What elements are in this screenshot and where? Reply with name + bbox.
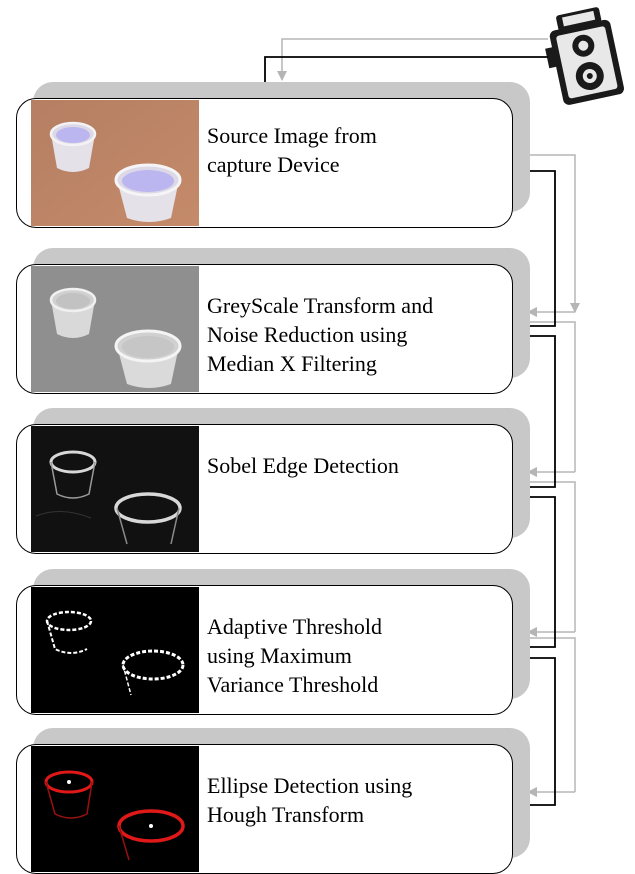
step-greyscale: GreyScale Transform and Noise Reduction … <box>16 248 530 394</box>
step-label: Adaptive Threshold using Maximum Varianc… <box>207 614 382 697</box>
photo-of-two-cups <box>31 100 199 226</box>
step-ellipse-detection: Ellipse Detection using Hough Transform <box>16 728 530 874</box>
camera-icon <box>545 7 624 105</box>
step-source-image: Source Image from capture Device <box>16 82 530 228</box>
step-card: Adaptive Threshold using Maximum Varianc… <box>16 585 513 715</box>
step-label: Ellipse Detection using Hough Transform <box>207 773 413 827</box>
step-label: Sobel Edge Detection <box>207 453 399 478</box>
step-label: Source Image from capture Device <box>207 123 377 177</box>
camera-to-source-arrow-grey <box>277 38 548 81</box>
edge-map-of-two-cups <box>31 426 199 552</box>
step-label: GreyScale Transform and Noise Reduction … <box>207 293 434 376</box>
step-card: Source Image from capture Device <box>16 98 513 228</box>
step-sobel: Sobel Edge Detection <box>16 408 530 554</box>
greyscale-photo-of-two-cups <box>31 266 199 392</box>
step-card: GreyScale Transform and Noise Reduction … <box>16 264 513 394</box>
red-ellipses-with-center-dots <box>31 746 199 872</box>
step-card: Sobel Edge Detection <box>16 424 513 554</box>
step-threshold: Adaptive Threshold using Maximum Varianc… <box>16 569 530 715</box>
step-card: Ellipse Detection using Hough Transform <box>16 744 513 874</box>
binary-threshold-of-two-cups <box>31 587 199 713</box>
